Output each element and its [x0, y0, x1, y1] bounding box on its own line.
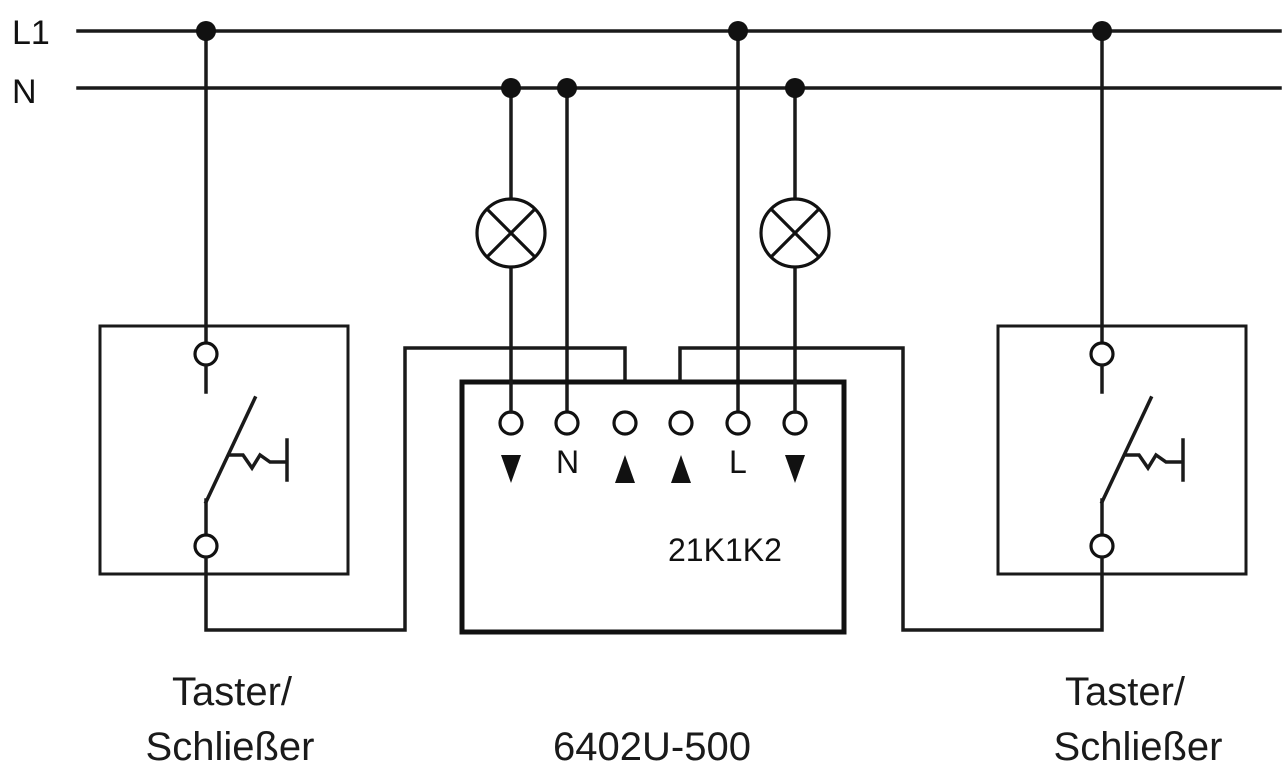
left-switch-top-terminal: [193, 341, 219, 367]
unit-terminal-l: [725, 410, 751, 436]
junction-n-lamp2: [785, 78, 805, 98]
unit-code-label: 21K1K2: [668, 532, 782, 568]
unit-terminal-n: [554, 410, 580, 436]
terminal-1-down-arrow-icon: [501, 455, 521, 483]
right-switch-caption-line2: Schließer: [1054, 725, 1223, 769]
right-switch-output-wire: [678, 346, 1104, 632]
lamp2-icon: [759, 197, 831, 269]
left-switch-lever: [203, 395, 258, 505]
actuator-unit-box: [459, 379, 847, 635]
right-switch-box: [996, 324, 1248, 576]
terminal-6-down-arrow-icon: [785, 455, 805, 483]
junction-n-lamp1: [501, 78, 521, 98]
left-switch-box: [98, 324, 350, 576]
unit-terminal-1: [498, 410, 524, 436]
junction-l1-left-switch: [196, 21, 216, 41]
right-switch-bottom-terminal: [1089, 533, 1115, 559]
left-switch-bottom-terminal: [193, 533, 219, 559]
right-switch-lever: [1099, 395, 1154, 505]
unit-terminal-n-label: N: [556, 444, 579, 480]
unit-terminal-6: [782, 410, 808, 436]
terminal-4-up-arrow-icon: [671, 455, 691, 483]
left-switch-caption-line1: Taster/: [172, 670, 293, 714]
right-switch-caption-line1: Taster/: [1065, 670, 1186, 714]
unit-terminal-3: [612, 410, 638, 436]
left-switch-output-wire: [204, 346, 627, 632]
n-label: N: [12, 73, 37, 111]
right-switch-top-terminal: [1089, 341, 1115, 367]
right-switch-actuator: [1124, 452, 1183, 472]
junction-l1-unit: [728, 21, 748, 41]
lamp1-icon: [475, 197, 547, 269]
left-switch-caption-line2: Schließer: [146, 725, 315, 769]
terminal-3-up-arrow-icon: [615, 455, 635, 483]
junction-n-unit: [557, 78, 577, 98]
left-switch-actuator: [228, 452, 287, 472]
junction-l1-right-switch: [1092, 21, 1112, 41]
unit-caption: 6402U-500: [553, 725, 751, 769]
unit-terminal-4: [668, 410, 694, 436]
unit-terminal-l-label: L: [729, 444, 747, 480]
l1-label: L1: [12, 14, 50, 52]
